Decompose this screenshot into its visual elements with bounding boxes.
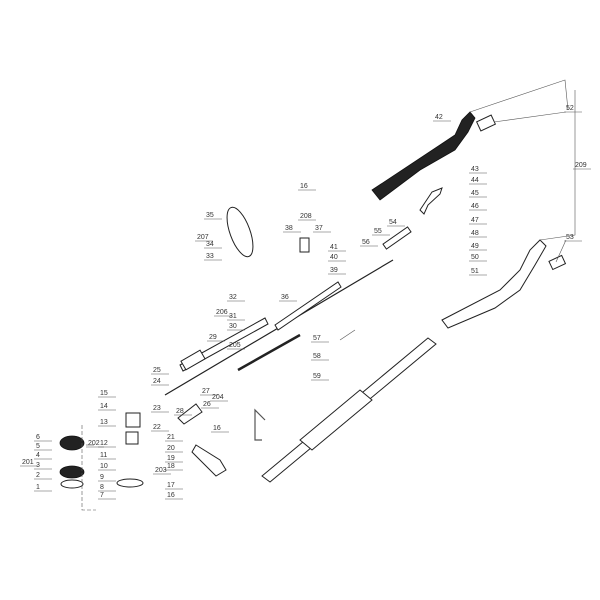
part-label-55: 55 (374, 228, 382, 235)
part-label-53: 53 (566, 234, 574, 241)
part-label-1: 1 (36, 484, 40, 491)
switch-block (299, 237, 310, 253)
part-label-25: 25 (153, 367, 161, 374)
blade-disk-9 (116, 478, 144, 488)
part-label-35: 35 (206, 212, 214, 219)
part-label-52: 52 (566, 105, 574, 112)
part-label-208: 208 (300, 213, 312, 220)
part-label-45: 45 (471, 190, 479, 197)
part-label-7: 7 (100, 492, 104, 499)
part-label-50: 50 (471, 254, 479, 261)
part-label-48: 48 (471, 230, 479, 237)
part-label-12: 12 (100, 440, 108, 447)
part-label-34: 34 (206, 241, 214, 248)
part-label-47: 47 (471, 217, 479, 224)
label-53 (548, 254, 567, 271)
part-label-43: 43 (471, 166, 479, 173)
part-label-2: 2 (36, 472, 40, 479)
spool-2 (59, 465, 85, 479)
part-label-5: 5 (36, 443, 40, 450)
part-label-36: 36 (281, 294, 289, 301)
upper-handle-housing (371, 111, 476, 201)
part-label-37: 37 (315, 225, 323, 232)
part-label-209: 209 (575, 162, 587, 169)
part-drawings (59, 111, 567, 511)
part-label-27: 27 (202, 388, 210, 395)
bracket-59 (254, 408, 266, 441)
motor-13 (125, 412, 141, 428)
spool-cap-6 (59, 435, 85, 451)
dashed-boundary (81, 425, 96, 511)
motor-housing (177, 403, 203, 425)
motor-12 (125, 431, 139, 445)
part-label-14: 14 (100, 403, 108, 410)
part-label-44: 44 (471, 177, 479, 184)
part-label-204: 204 (212, 394, 224, 401)
part-label-17: 17 (167, 482, 175, 489)
guard-20 (191, 444, 227, 477)
part-label-16: 16 (300, 183, 308, 190)
label-29 (180, 349, 206, 371)
part-label-206: 206 (216, 309, 228, 316)
part-label-18: 18 (167, 463, 175, 470)
flex-shaft (237, 333, 301, 372)
part-label-26: 26 (203, 401, 211, 408)
lower-handle-housing (441, 239, 547, 329)
part-label-59: 59 (313, 373, 321, 380)
spool-base-1 (60, 479, 84, 489)
part-label-201: 201 (22, 459, 34, 466)
part-label-202: 202 (88, 440, 100, 447)
trigger-handle (419, 187, 443, 215)
pin-58 (339, 329, 356, 341)
guard (226, 206, 254, 258)
part-label-51: 51 (471, 268, 479, 275)
part-label-31: 31 (229, 313, 237, 320)
part-label-4: 4 (36, 452, 40, 459)
part-label-58: 58 (313, 353, 321, 360)
part-label-11: 11 (100, 452, 107, 459)
part-label-6: 6 (36, 434, 40, 441)
part-label-16: 16 (167, 492, 175, 499)
part-label-38: 38 (285, 225, 293, 232)
part-label-28: 28 (176, 408, 184, 415)
part-label-16: 16 (213, 425, 221, 432)
shaft-grip (299, 389, 373, 451)
part-label-24: 24 (153, 378, 161, 385)
part-label-13: 13 (100, 419, 108, 426)
part-label-39: 39 (330, 267, 338, 274)
part-label-10: 10 (100, 463, 108, 470)
part-label-56: 56 (362, 239, 370, 246)
part-label-19: 19 (167, 455, 175, 462)
part-label-30: 30 (229, 323, 237, 330)
part-label-29: 29 (209, 334, 217, 341)
part-label-21: 21 (167, 434, 175, 441)
part-label-205: 205 (229, 342, 241, 349)
upper-tube (274, 281, 342, 331)
part-label-22: 22 (153, 424, 161, 431)
part-label-41: 41 (330, 244, 338, 251)
label-52 (475, 114, 497, 132)
part-label-3: 3 (36, 462, 40, 469)
part-label-20: 20 (167, 445, 175, 452)
part-label-49: 49 (471, 243, 479, 250)
part-label-46: 46 (471, 203, 479, 210)
label-54 (382, 226, 412, 250)
part-label-23: 23 (153, 405, 161, 412)
part-label-42: 42 (435, 114, 443, 121)
part-label-40: 40 (330, 254, 338, 261)
part-label-32: 32 (229, 294, 237, 301)
part-label-15: 15 (100, 390, 108, 397)
part-label-203: 203 (155, 467, 167, 474)
part-label-207: 207 (197, 234, 209, 241)
part-label-54: 54 (389, 219, 397, 226)
part-label-33: 33 (206, 253, 214, 260)
part-label-8: 8 (100, 484, 104, 491)
part-label-9: 9 (100, 474, 104, 481)
leader-lines (86, 79, 576, 446)
part-label-57: 57 (313, 335, 321, 342)
